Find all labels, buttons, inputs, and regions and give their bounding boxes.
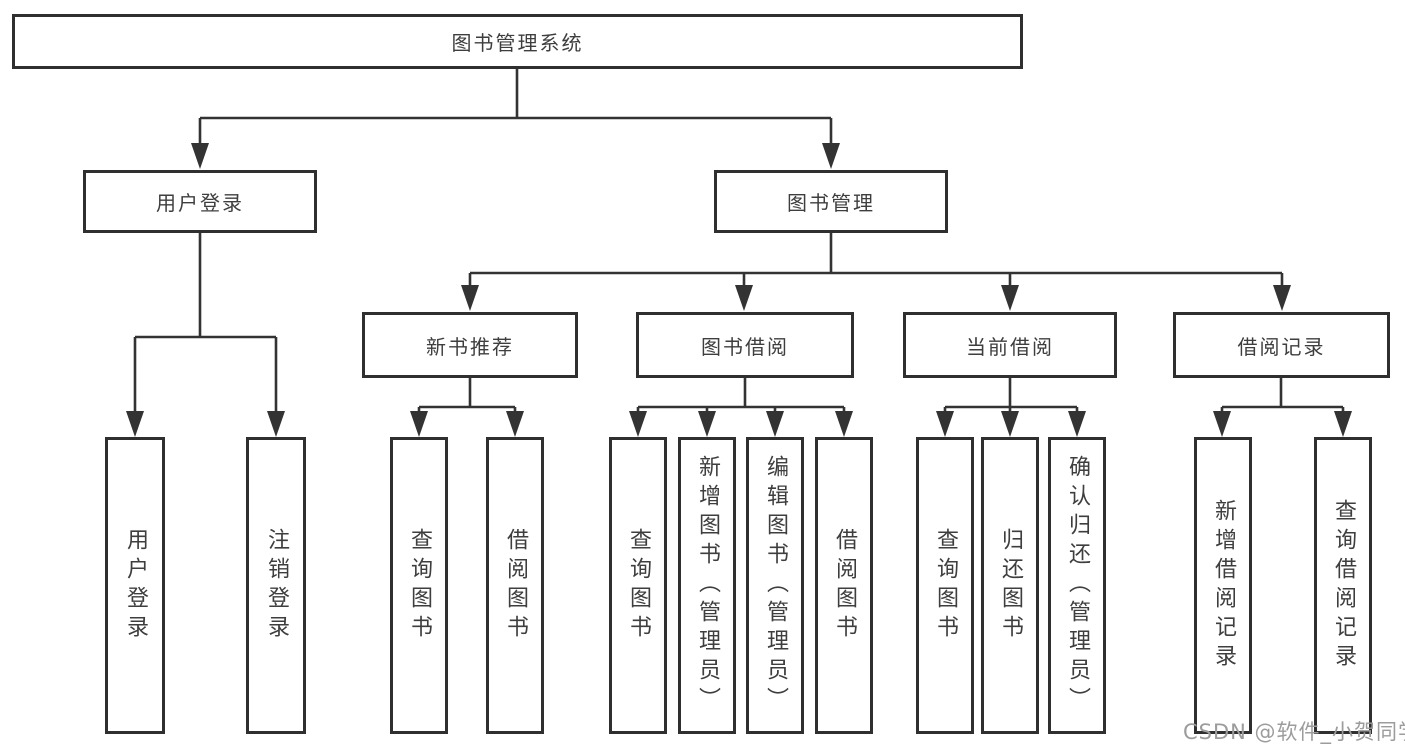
leaf-nr-query-books: 查询图书 [390,437,448,734]
node-user-login: 用户登录 [83,170,317,233]
arrowhead-current-borrow [1001,285,1019,311]
leaf-cb-return-books: 归还图书 [981,437,1039,734]
arrowhead-nr-borrow [506,411,524,437]
leaf-cb-query-books: 查询图书 [916,437,974,734]
connector-user-login-children [133,233,278,414]
node-new-book-recommendation-label: 新书推荐 [426,334,514,359]
leaf-bb-edit-books-admin: 编辑图书（管理员） [746,437,804,734]
connector-book-management-children [468,233,1284,289]
leaf-cb-confirm-return-admin: 确认归还（管理员） [1048,437,1106,734]
leaf-br-query-record: 查询借阅记录 [1314,437,1372,734]
arrowhead-bb-query [629,411,647,437]
leaf-bb-borrow-books: 借阅图书 [815,437,873,734]
node-borrowing-records: 借阅记录 [1173,312,1390,378]
leaf-br-add-record-label: 新增借阅记录 [1211,498,1236,673]
leaf-logout-label: 注销登录 [264,527,289,644]
arrowhead-bb-add [698,411,716,437]
node-library-management-system-label: 图书管理系统 [451,31,584,55]
node-current-borrowing: 当前借阅 [903,312,1117,378]
node-book-borrowing-label: 图书借阅 [701,334,789,359]
arrowhead-br-query [1334,411,1352,437]
leaf-user-login-label: 用户登录 [123,527,148,644]
leaf-logout: 注销登录 [246,437,306,734]
leaf-nr-borrow-books-label: 借阅图书 [503,527,528,644]
leaf-bb-borrow-books-label: 借阅图书 [832,527,857,644]
arrowhead-book-management [822,143,840,169]
connector-current-borrow-children [943,378,1079,414]
arrowhead-book-borrow [735,285,753,311]
leaf-br-query-record-label: 查询借阅记录 [1331,498,1356,673]
arrowhead-bb-edit [766,411,784,437]
leaf-bb-edit-books-admin-label: 编辑图书（管理员） [763,455,788,716]
arrowhead-new-book-rec [461,285,479,311]
arrowhead-bb-borrow [835,411,853,437]
leaf-bb-add-books-admin: 新增图书（管理员） [678,437,736,734]
node-book-management: 图书管理 [714,170,948,233]
arrowhead-cb-query [936,411,954,437]
arrowhead-login-leaf [126,411,144,437]
arrowhead-cb-confirm [1068,411,1086,437]
leaf-cb-return-books-label: 归还图书 [998,527,1023,644]
connector-new-book-rec-children [417,378,517,414]
node-user-login-label: 用户登录 [156,191,244,215]
leaf-bb-query-books: 查询图书 [609,437,667,734]
arrowhead-nr-query [410,411,428,437]
leaf-cb-confirm-return-admin-label: 确认归还（管理员） [1065,455,1090,716]
watermark: CSDN @软件_小贺同学 [1183,720,1405,744]
leaf-bb-query-books-label: 查询图书 [626,527,651,644]
leaf-br-add-record: 新增借阅记录 [1194,437,1252,734]
node-book-management-label: 图书管理 [787,191,875,215]
node-book-borrowing: 图书借阅 [636,312,854,378]
leaf-nr-query-books-label: 查询图书 [407,527,432,644]
node-borrowing-records-label: 借阅记录 [1237,334,1326,359]
arrowhead-logout-leaf [267,411,285,437]
arrowhead-br-add [1213,411,1231,437]
node-new-book-recommendation: 新书推荐 [362,312,578,378]
leaf-user-login: 用户登录 [105,437,165,734]
node-library-management-system: 图书管理系统 [12,14,1023,69]
leaf-bb-add-books-admin-label: 新增图书（管理员） [695,455,720,716]
arrowhead-cb-return [1001,411,1019,437]
connector-borrow-records-children [1220,378,1345,414]
arrowhead-user-login [191,143,209,169]
leaf-nr-borrow-books: 借阅图书 [486,437,544,734]
connector-root-to-level2 [198,69,833,146]
connector-book-borrow-children [636,378,846,414]
node-current-borrowing-label: 当前借阅 [966,334,1054,359]
arrowhead-borrow-records [1273,285,1291,311]
leaf-cb-query-books-label: 查询图书 [933,527,958,644]
